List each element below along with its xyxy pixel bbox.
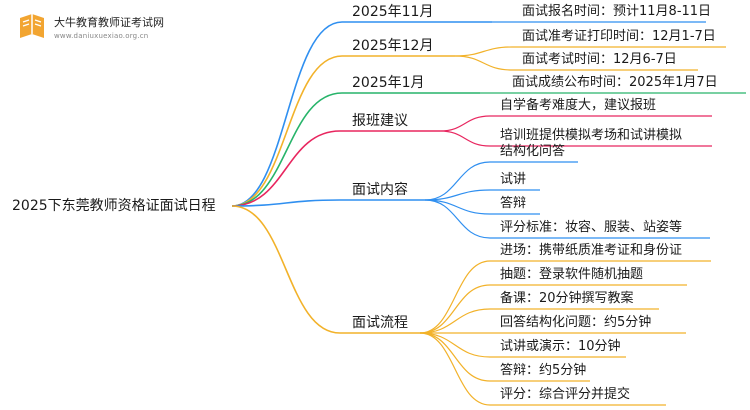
leaf-label: 回答结构化问题：约5分钟 bbox=[500, 315, 652, 330]
logo-url: www.daniuxuexiao.org.cn bbox=[54, 32, 149, 40]
leaf-connector bbox=[419, 308, 491, 334]
leaf-label: 面试准考证打印时间：12月1-7日 bbox=[522, 29, 716, 44]
leaf-label: 试讲 bbox=[500, 172, 527, 187]
leaf-connector bbox=[424, 161, 491, 201]
leaf-label: 答辩 bbox=[500, 196, 527, 211]
leaf-connector bbox=[419, 332, 491, 406]
leaf-connector bbox=[454, 46, 513, 57]
branch-connector bbox=[231, 92, 343, 207]
leaf-connector bbox=[419, 284, 491, 334]
leaf-connector bbox=[424, 199, 491, 239]
leaf-label: 面试报名时间：预计11月8-11日 bbox=[522, 4, 712, 19]
mindmap-root: 2025下东莞教师资格证面试日程 bbox=[12, 198, 216, 214]
leaf-label: 备课：20分钟撰写教案 bbox=[500, 291, 634, 306]
branch-connector bbox=[231, 55, 343, 207]
leaf-label: 答辩：约5分钟 bbox=[500, 363, 587, 378]
leaf-connector bbox=[419, 332, 491, 382]
leaf-connector bbox=[439, 130, 491, 147]
leaf-label: 结构化问答 bbox=[500, 144, 566, 159]
leaf-label: 评分标准：妆容、服装、站姿等 bbox=[500, 220, 683, 235]
branch-connector bbox=[231, 199, 341, 207]
book-logo-icon bbox=[20, 14, 44, 38]
leaf-connector bbox=[424, 199, 491, 215]
branch-label: 报班建议 bbox=[352, 113, 408, 129]
site-logo: 大牛教育教师证考试网 www.daniuxuexiao.org.cn bbox=[16, 12, 191, 46]
leaf-connector bbox=[419, 260, 491, 334]
leaf-label: 面试考试时间：12月6-7日 bbox=[522, 52, 677, 67]
leaf-connector bbox=[424, 189, 491, 201]
leaf-label: 自学备考难度大，建议报班 bbox=[500, 98, 657, 113]
logo-title: 大牛教育教师证考试网 bbox=[54, 16, 164, 29]
branch-connector bbox=[231, 130, 341, 207]
branch-label: 2025年12月 bbox=[352, 38, 434, 54]
leaf-connector bbox=[419, 332, 491, 358]
leaf-label: 培训班提供模拟考场和试讲模拟 bbox=[500, 128, 683, 143]
leaf-label: 评分：综合评分并提交 bbox=[500, 387, 631, 402]
leaf-connector bbox=[439, 115, 491, 132]
branch-label: 2025年1月 bbox=[352, 75, 425, 91]
branch-label: 面试内容 bbox=[352, 182, 408, 198]
leaf-connector bbox=[454, 55, 513, 71]
branch-label: 2025年11月 bbox=[352, 4, 434, 20]
leaf-label: 进场：携带纸质准考证和身份证 bbox=[500, 243, 683, 258]
leaf-label: 面试成绩公布时间：2025年1月7日 bbox=[512, 75, 718, 90]
branch-label: 面试流程 bbox=[352, 315, 408, 331]
leaf-label: 抽题：登录软件随机抽题 bbox=[500, 267, 644, 282]
branch-connector bbox=[231, 205, 341, 334]
branch-connector bbox=[231, 21, 343, 207]
leaf-label: 试讲或演示：10分钟 bbox=[500, 339, 621, 354]
